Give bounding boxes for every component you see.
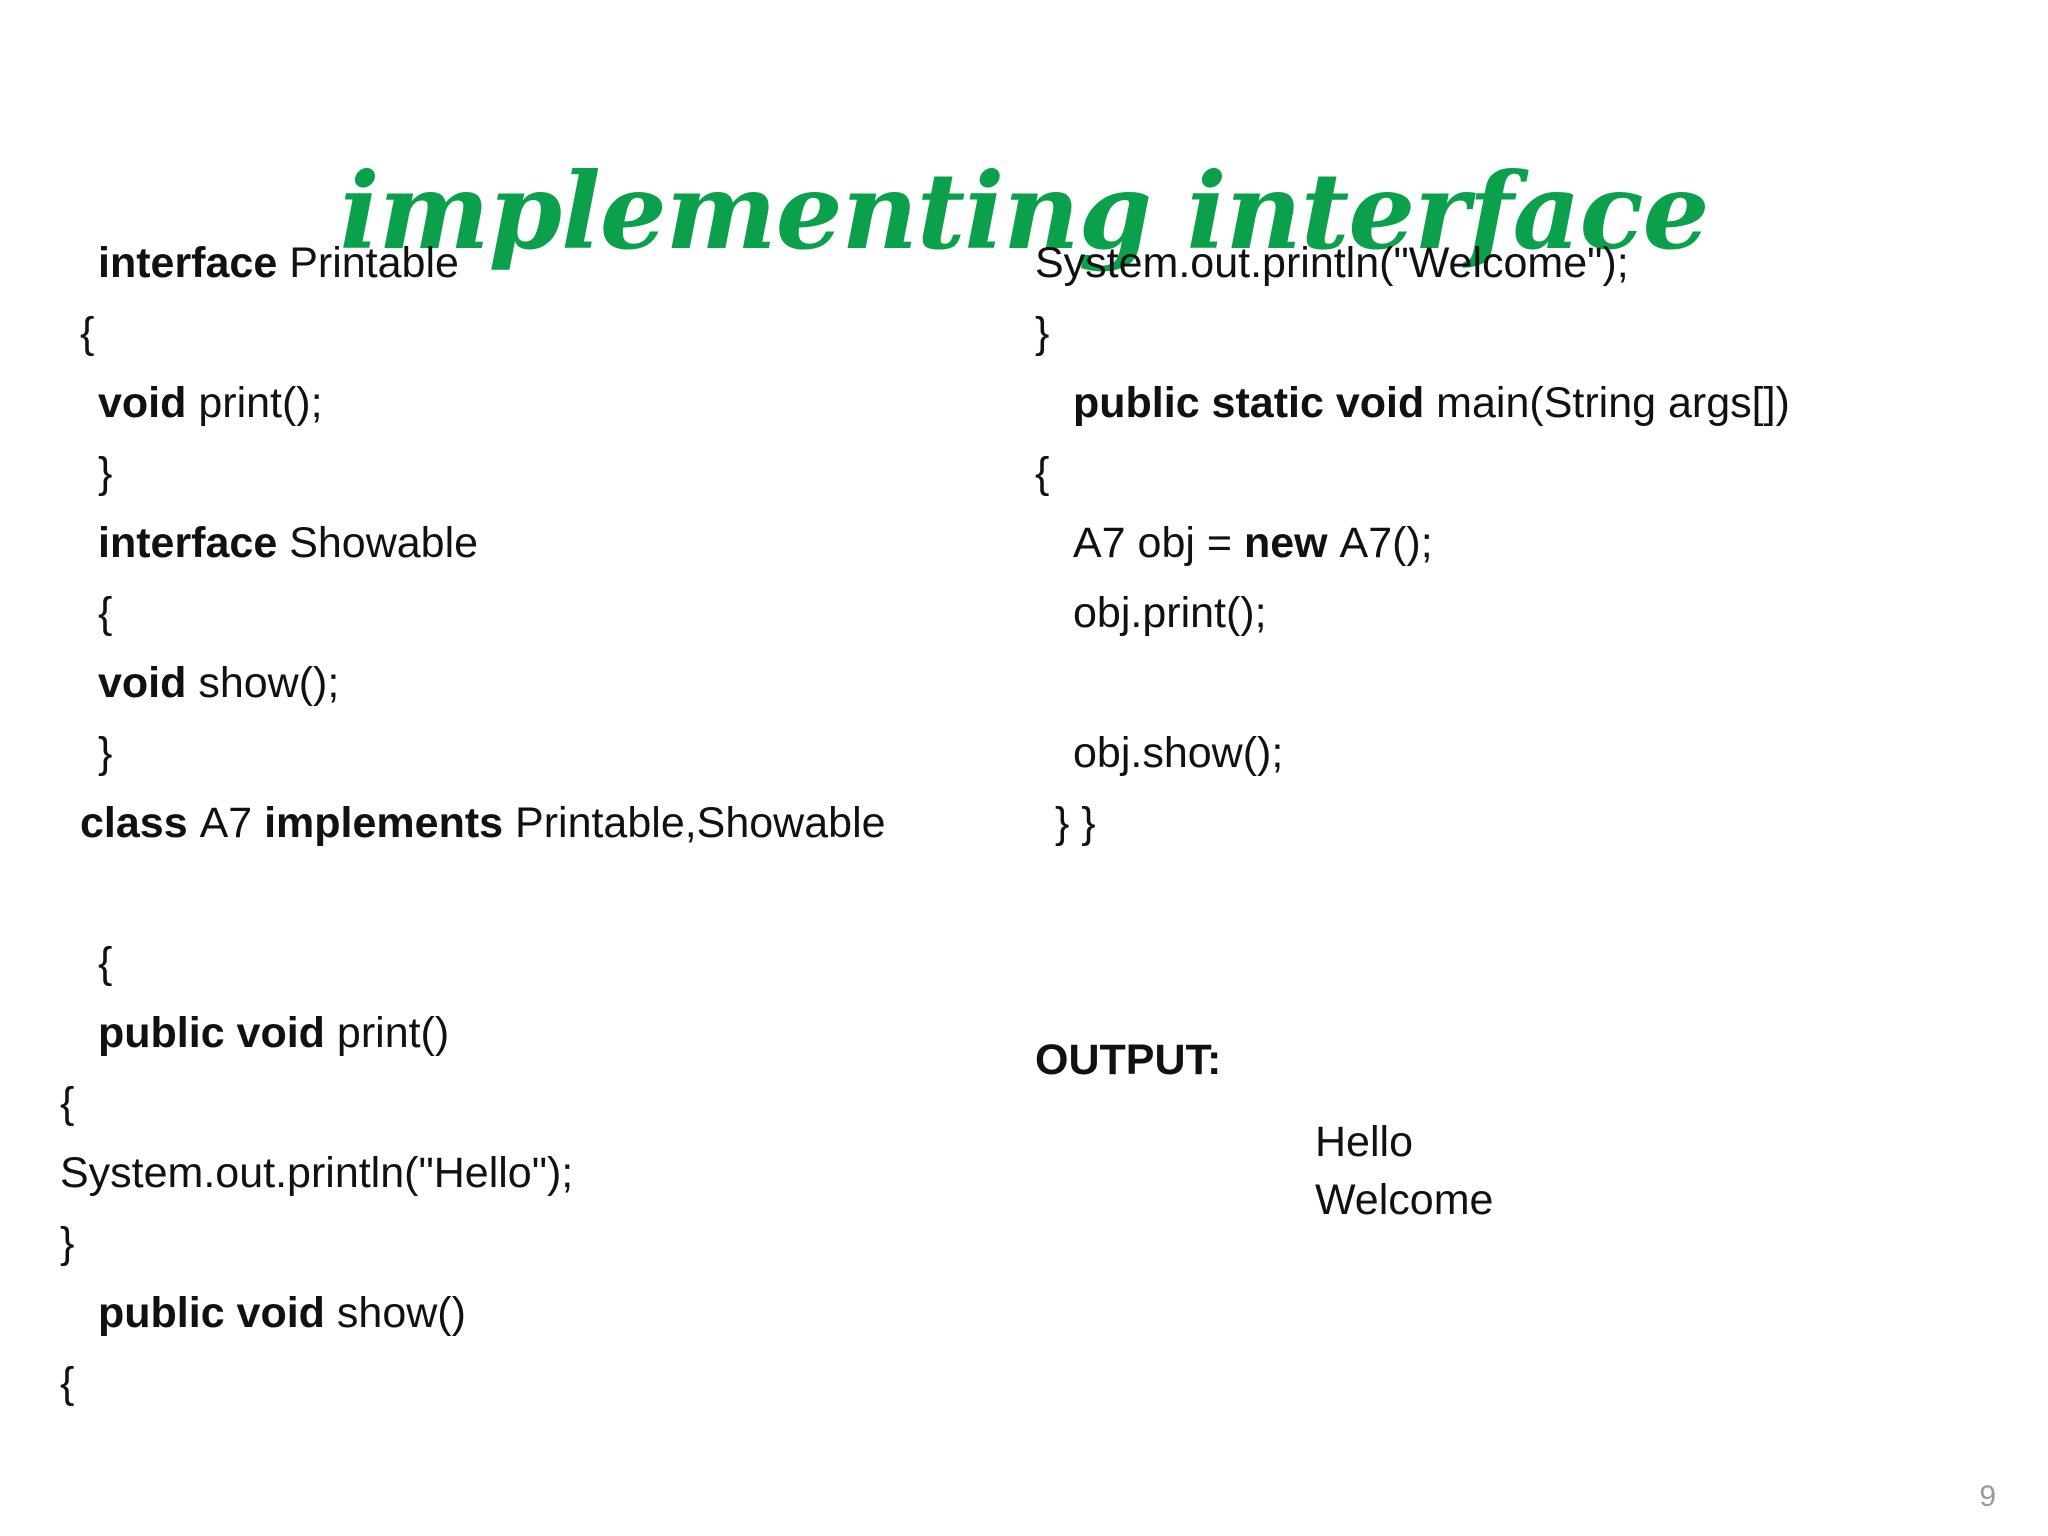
code-keyword: class [80,798,200,847]
code-keyword: public void [98,1008,337,1057]
page-title: implementing interface [339,149,1710,274]
left-code-line: } [60,718,990,788]
output-label: OUTPUT: [1035,1035,1222,1084]
page-number: 9 [1979,1480,1996,1513]
code-text: obj.print(); [1073,588,1267,637]
left-code-line: System.out.println("Hello"); [60,1138,990,1208]
code-text: Showable [289,518,479,567]
left-code-line [60,858,990,928]
code-text: System.out.println("Hello"); [60,1148,574,1197]
code-text: show(); [198,658,340,707]
right-code-line: } } [1035,788,1985,858]
right-code-line: public static void main(String args[]) [1035,368,1985,438]
code-keyword: void [98,658,199,707]
right-code-line: obj.show(); [1035,718,1985,788]
left-code-line: { [60,928,990,998]
right-code-line [1035,648,1985,718]
code-text: } [60,1218,75,1267]
code-text: { [60,1358,75,1407]
code-text: { [98,938,113,987]
right-code-line: A7 obj = new A7(); [1035,508,1985,578]
code-keyword: interface [98,518,290,567]
code-text: Printable [289,238,459,287]
left-code-line: { [60,298,990,368]
left-code-line: void print(); [60,368,990,438]
code-keyword: interface [98,238,290,287]
output-line: Hello [1315,1117,1413,1166]
code-text: System.out.println("Welcome"); [1035,238,1629,287]
code-text: } [98,448,113,497]
code-keyword: new [1243,518,1340,567]
code-text: Printable,Showable [515,798,886,847]
left-code-line: } [60,438,990,508]
code-keyword: public void [98,1288,337,1337]
code-text: show() [336,1288,466,1337]
code-text: } [98,728,113,777]
code-text: A7 obj = [1073,518,1244,567]
code-text: } [1035,308,1050,357]
left-code-line: class A7 implements Printable,Showable [60,788,990,858]
code-keyword: void [98,378,199,427]
right-code-line: } [1035,298,1985,368]
code-text: A7(); [1339,518,1433,567]
code-text: { [80,308,95,357]
right-code-line: System.out.println("Welcome"); [1035,228,1985,298]
code-text: } } [1055,798,1096,847]
code-text: A7 [199,798,265,847]
left-code-line: { [60,578,990,648]
code-text: { [98,588,113,637]
output-line: Welcome [1315,1175,1494,1224]
code-text: obj.show(); [1073,728,1284,777]
right-code-column: System.out.println("Welcome");} public st… [1035,228,1985,858]
left-code-line: interface Showable [60,508,990,578]
left-code-line: public void show() [60,1278,990,1348]
left-code-line: { [60,1348,990,1418]
code-keyword: public static void [1073,378,1437,427]
code-text: print() [336,1008,450,1057]
code-text: main(String args[]) [1436,378,1790,427]
left-code-line: void show(); [60,648,990,718]
left-code-column: interface Printable{void print();}interf… [60,228,990,1418]
code-text: print(); [198,378,323,427]
code-text: { [1035,448,1050,497]
left-code-line: interface Printable [60,228,990,298]
left-code-line: public void print() [60,998,990,1068]
right-code-line: obj.print(); [1035,578,1985,648]
left-code-line: } [60,1208,990,1278]
left-code-line: { [60,1068,990,1138]
code-keyword: implements [264,798,516,847]
code-text: { [60,1078,75,1127]
right-code-line: { [1035,438,1985,508]
